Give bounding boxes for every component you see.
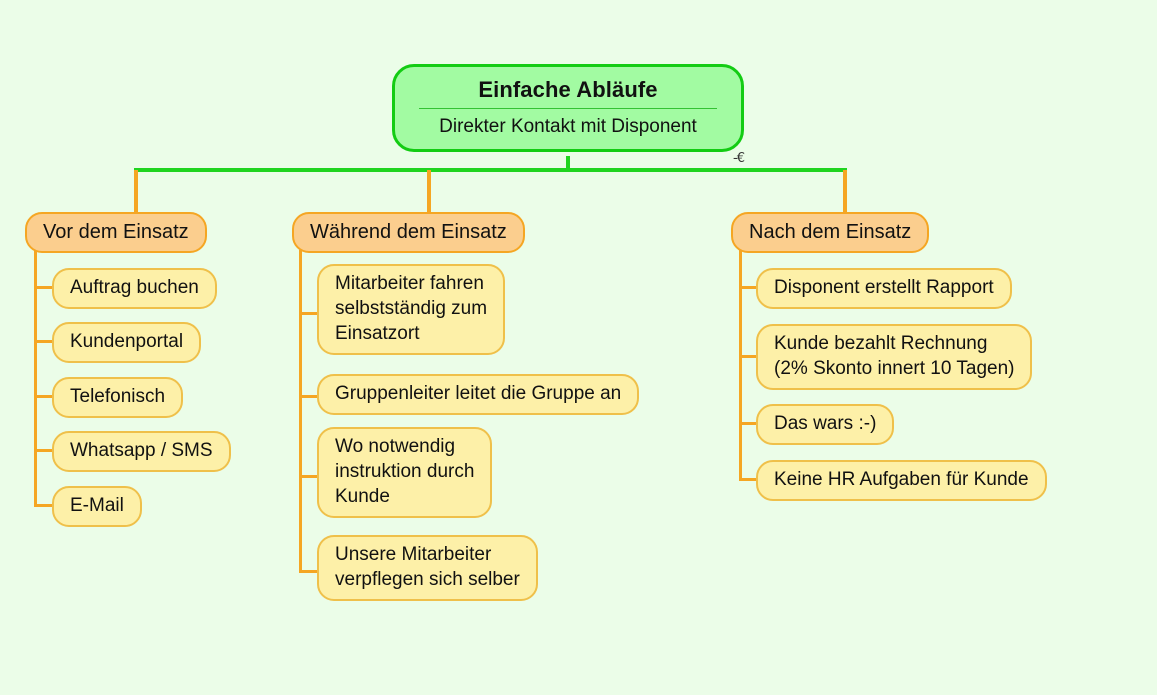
leaf-node-das-wars[interactable]: Das wars :-) [756, 404, 895, 445]
connector-root-bus [134, 168, 847, 172]
leaf-node-mitarbeiter-fahren[interactable]: Mitarbeiter fahren selbstständig zum Ein… [317, 264, 506, 355]
connector-stub-1-1 [34, 286, 54, 289]
connector-spine-branch-2 [299, 250, 302, 572]
leaf-node-keine-hr-aufgaben[interactable]: Keine HR Aufgaben für Kunde [756, 460, 1047, 501]
connector-stub-2-1 [299, 312, 319, 315]
connector-spine-branch-1 [34, 250, 37, 506]
connector-stub-1-4 [34, 449, 54, 452]
connector-stub-2-3 [299, 475, 319, 478]
leaf-node-telefonisch[interactable]: Telefonisch [52, 377, 184, 418]
leaf-node-email[interactable]: E-Mail [52, 486, 142, 527]
branch-node-nach-dem-einsatz[interactable]: Nach dem Einsatz [731, 212, 930, 253]
root-node[interactable]: Einfache Abläufe Direkter Kontakt mit Di… [392, 64, 744, 152]
fold-collapse-icon[interactable]: -€ [733, 151, 745, 166]
connector-stub-2-2 [299, 395, 319, 398]
connector-stub-1-5 [34, 504, 54, 507]
root-subtitle: Direkter Kontakt mit Disponent [439, 116, 697, 137]
connector-stub-3-2 [739, 355, 759, 358]
connector-drop-branch-3 [843, 170, 847, 215]
branch-node-waehrend-dem-einsatz[interactable]: Während dem Einsatz [292, 212, 525, 253]
leaf-node-auftrag-buchen[interactable]: Auftrag buchen [52, 268, 217, 309]
leaf-node-kunde-bezahlt[interactable]: Kunde bezahlt Rechnung (2% Skonto innert… [756, 324, 1033, 390]
leaf-node-unsere-mitarbeiter[interactable]: Unsere Mitarbeiter verpflegen sich selbe… [317, 535, 538, 601]
connector-drop-branch-1 [134, 170, 138, 215]
connector-stub-2-4 [299, 570, 319, 573]
connector-stub-1-2 [34, 340, 54, 343]
leaf-node-gruppenleiter[interactable]: Gruppenleiter leitet die Gruppe an [317, 374, 640, 415]
connector-spine-branch-3 [739, 250, 742, 481]
root-divider [419, 108, 717, 109]
connector-stub-3-3 [739, 422, 759, 425]
branch-node-vor-dem-einsatz[interactable]: Vor dem Einsatz [25, 212, 207, 253]
leaf-node-wo-notwendig[interactable]: Wo notwendig instruktion durch Kunde [317, 427, 493, 518]
connector-root-stem [566, 156, 570, 171]
connector-drop-branch-2 [427, 170, 431, 215]
leaf-node-kundenportal[interactable]: Kundenportal [52, 322, 202, 363]
connector-stub-1-3 [34, 395, 54, 398]
root-title: Einfache Abläufe [478, 77, 658, 102]
leaf-node-disponent-rapport[interactable]: Disponent erstellt Rapport [756, 268, 1012, 309]
connector-stub-3-1 [739, 286, 759, 289]
connector-stub-3-4 [739, 478, 759, 481]
leaf-node-whatsapp-sms[interactable]: Whatsapp / SMS [52, 431, 231, 472]
